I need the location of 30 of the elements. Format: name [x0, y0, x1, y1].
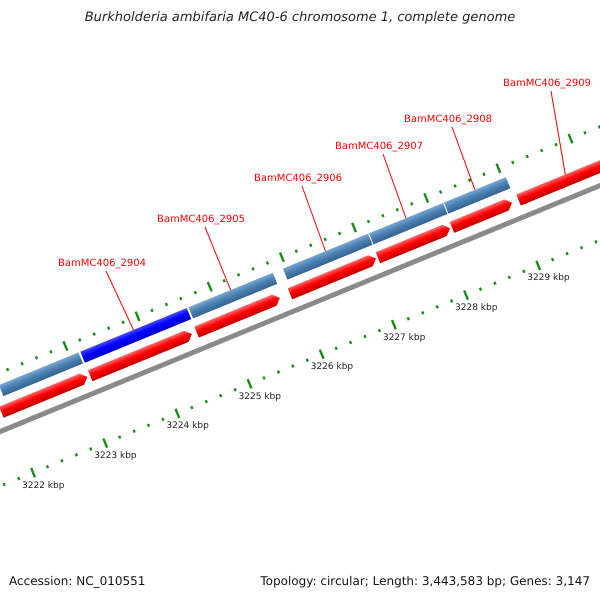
scale-label: 3223 kbp — [94, 451, 137, 462]
scale-label: 3225 kbp — [238, 392, 281, 402]
accession-text: Accession: NC_010551 — [9, 574, 146, 588]
scale-label: 3222 kbp — [22, 480, 64, 491]
gene-label: BamMC406_2905 — [157, 214, 245, 226]
genome-summary-text: Topology: circular; Length: 3,443,583 bp; Genes: 3,147 — [260, 574, 590, 588]
scale-label: 3229 kbp — [527, 273, 570, 284]
gene-feature — [194, 294, 280, 338]
gene-label: BamMC406_2909 — [503, 78, 591, 90]
gene-feature — [376, 224, 450, 264]
gene-feature — [0, 374, 88, 418]
gene-label: BamMC406_2907 — [335, 141, 423, 153]
gene-feature — [288, 255, 376, 300]
gene-segment — [0, 352, 83, 396]
leader-line — [106, 270, 134, 330]
scale-label: 3227 kbp — [382, 332, 426, 343]
gene-label: BamMC406_2904 — [58, 258, 146, 270]
scale-label: 3226 kbp — [310, 362, 354, 372]
gene-feature — [88, 330, 192, 382]
scale-label: 3224 kbp — [166, 421, 209, 432]
leader-line — [302, 186, 326, 252]
leader-line — [382, 154, 406, 219]
leader-line — [452, 126, 476, 190]
scale-label: 3228 kbp — [455, 303, 498, 314]
leader-line — [550, 90, 566, 175]
leader-line — [204, 226, 232, 291]
gene-label: BamMC406_2908 — [404, 114, 492, 126]
gene-label: BamMC406_2906 — [254, 173, 342, 185]
title: Burkholderia ambifaria MC40-6 chromosome 1, complete genome — [84, 10, 516, 25]
gene-feature — [450, 199, 512, 233]
